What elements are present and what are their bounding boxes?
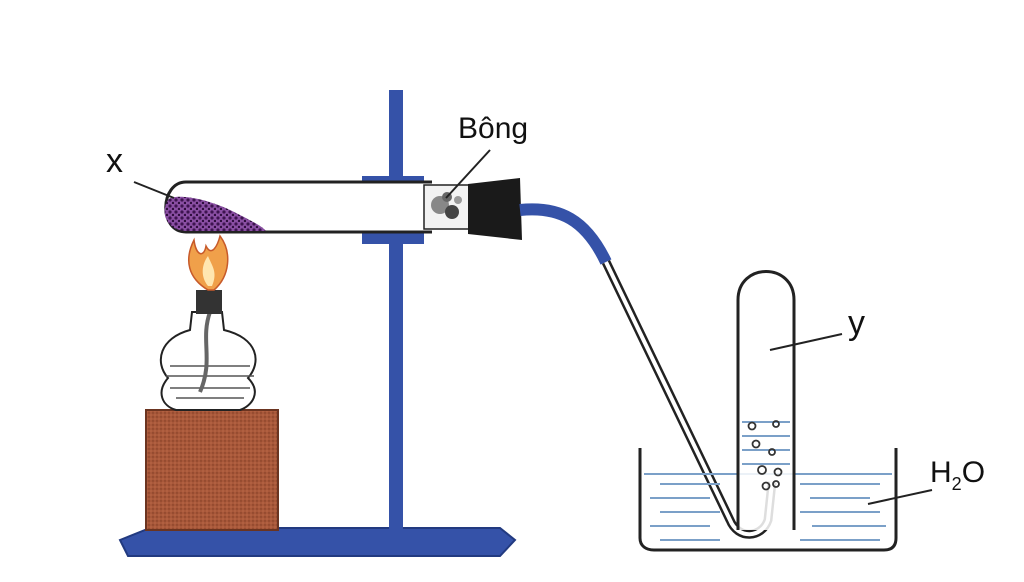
stand-rod — [389, 90, 403, 532]
trough — [638, 448, 898, 552]
collecting-tube — [736, 270, 796, 530]
solid-x — [164, 196, 266, 231]
gas-bubbles — [747, 420, 783, 491]
lamp-cap — [196, 290, 222, 314]
wooden-block — [145, 409, 279, 531]
label-bong: Bông — [458, 112, 528, 145]
label-water-h: H — [930, 456, 952, 489]
flame-core — [202, 256, 215, 286]
label-water-pointer — [867, 489, 933, 505]
label-x-pointer — [133, 181, 175, 199]
rubber-stopper — [468, 178, 522, 240]
cotton-plug — [423, 184, 471, 230]
trough-water — [644, 473, 892, 541]
label-water: H2O — [930, 456, 985, 494]
lamp-wick — [198, 311, 212, 393]
label-x: x — [106, 142, 123, 180]
collecting-tube-water — [742, 421, 790, 465]
stand-base — [118, 527, 517, 557]
delivery-tube-blue — [519, 203, 612, 265]
label-water-o: O — [962, 456, 985, 489]
label-y-pointer — [769, 333, 843, 351]
label-bong-pointer — [445, 149, 491, 199]
label-water-sub: 2 — [952, 474, 962, 494]
label-y: y — [848, 304, 865, 342]
lamp-liquid-lines — [166, 365, 254, 399]
